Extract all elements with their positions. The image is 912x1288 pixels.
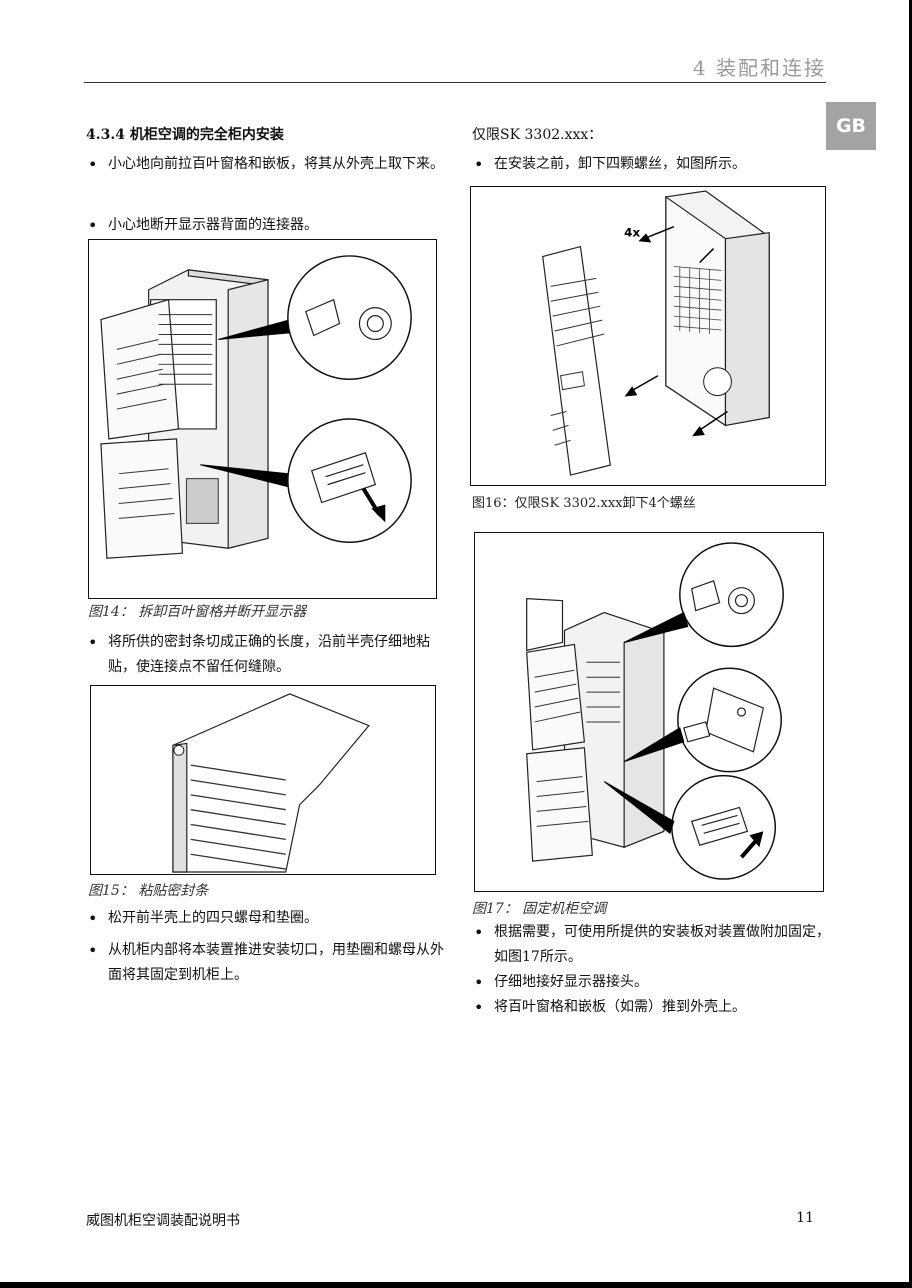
- figure-17-caption: 图17： 固定机柜空调: [472, 901, 607, 917]
- list-item: 根据需要，可使用所提供的安装板对装置做附加固定，如图17所示。: [472, 920, 834, 970]
- figure-14-illustration: [100, 255, 412, 559]
- figure-16-remove-screws: 4x: [470, 186, 826, 486]
- figure-14-caption: 图14： 拆卸百叶窗格并断开显示器: [88, 604, 307, 620]
- list-item: 将所供的密封条切成正确的长度，沿前半壳仔细地粘贴，使连接点不留任何缝隙。: [86, 630, 456, 680]
- figure-16-caption: 图16：仅限SK 3302.xxx卸下4个螺丝: [472, 496, 696, 511]
- list-item: 仔细地接好显示器接头。: [472, 970, 834, 995]
- list-item: 从机柜内部将本装置推进安装切口，用垫圈和螺母从外面将其固定到机柜上。: [86, 938, 456, 988]
- list-item: 在安装之前，卸下四颗螺丝，如图所示。: [472, 152, 832, 177]
- figure-17-illustration: [526, 542, 784, 880]
- list-item: 小心地断开显示器背面的连接器。: [86, 213, 456, 238]
- header-rule: [84, 82, 826, 83]
- figure-15-illustration: [172, 693, 370, 873]
- figure-14-remove-louvre: [88, 239, 437, 599]
- model-subhead: 仅限SK 3302.xxx：: [472, 127, 603, 143]
- figure-17-fix-unit: [474, 532, 824, 892]
- page-number: 11: [796, 1210, 814, 1226]
- list-item: 小心地向前拉百叶窗格和嵌板，将其从外壳上取下来。: [86, 152, 456, 177]
- figure-16-illustration: 4x: [542, 190, 770, 476]
- section-title: 4.3.4 机柜空调的完全柜内安装: [86, 127, 284, 143]
- footer-title: 威图机柜空调装配说明书: [86, 1213, 240, 1229]
- figure-16-quantity-label: 4x: [624, 226, 640, 240]
- list-item: 将百叶窗格和嵌板（如需）推到外壳上。: [472, 995, 834, 1020]
- figure-15-caption: 图15： 粘贴密封条: [88, 883, 209, 899]
- chapter-heading: 4 装配和连接: [692, 56, 826, 80]
- language-tab[interactable]: GB: [826, 102, 876, 150]
- figure-15-sealing-strip: [90, 685, 436, 875]
- list-item: 松开前半壳上的四只螺母和垫圈。: [86, 906, 456, 931]
